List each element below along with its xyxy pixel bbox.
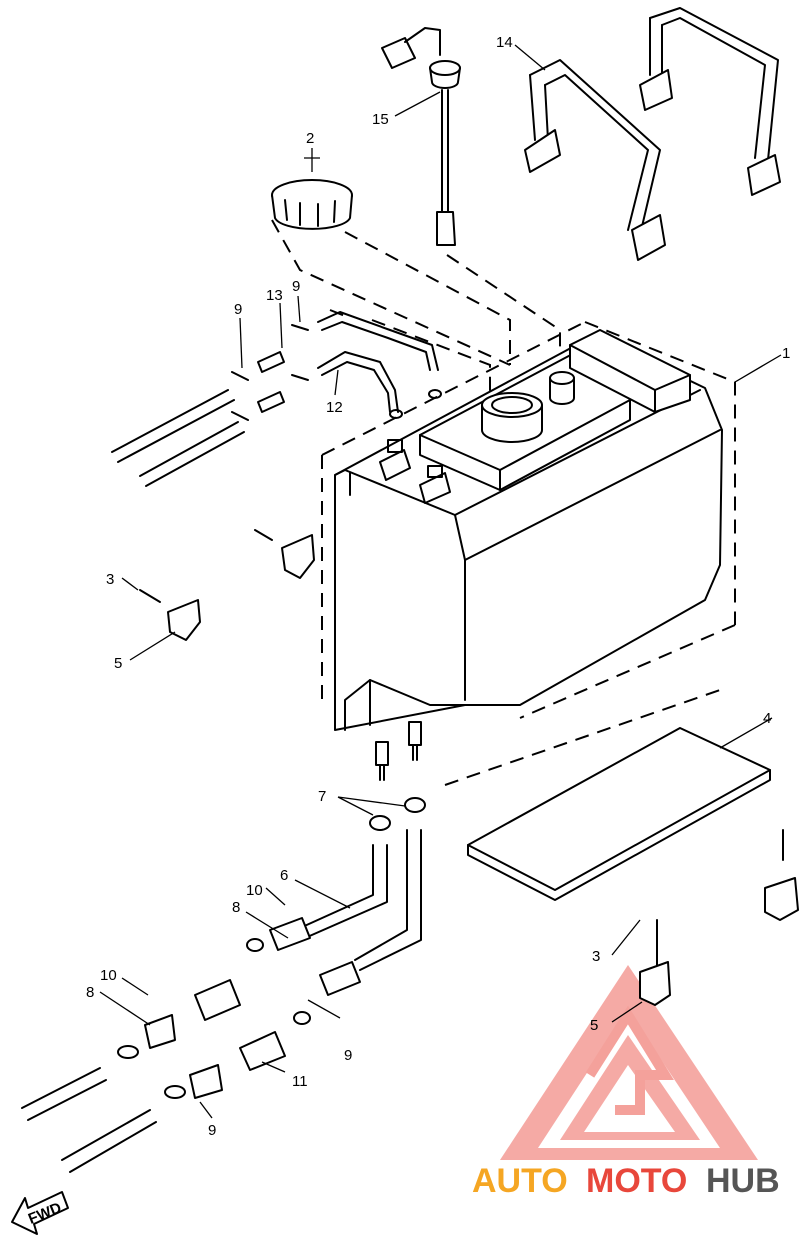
fuel-filters [21, 917, 361, 1173]
bracket-left [139, 529, 315, 641]
callout-12: 12 [326, 399, 343, 416]
bracket-right [639, 829, 799, 1006]
callout-14: 14 [496, 34, 513, 51]
callout-5-a: 5 [114, 655, 122, 672]
callout-9-c: 9 [344, 1047, 352, 1064]
callout-2: 2 [306, 130, 314, 147]
callout-numbers: 2 1 4 15 14 9 13 9 12 3 5 7 6 10 8 10 8 … [86, 34, 790, 1139]
callout-9-a: 9 [234, 301, 242, 318]
watermark-moto: MOTO [586, 1162, 687, 1200]
forward-direction-arrow: FWD [11, 1191, 69, 1235]
vent-hoses [111, 311, 442, 487]
watermark-hub: HUB [706, 1162, 780, 1200]
tank-straps [524, 7, 781, 261]
callout-13: 13 [266, 287, 283, 304]
callout-1: 1 [782, 345, 790, 362]
callout-8-a: 8 [232, 899, 240, 916]
callout-10-b: 10 [100, 967, 117, 984]
callout-7: 7 [318, 788, 326, 805]
fuel-cap [271, 179, 353, 230]
callout-15: 15 [372, 111, 389, 128]
callout-3-b: 3 [592, 948, 600, 965]
fwd-label: FWD [26, 1199, 64, 1228]
watermark-auto: AUTO [472, 1162, 568, 1200]
callout-10-a: 10 [246, 882, 263, 899]
fuel-hoses-lower [299, 797, 426, 971]
fuel-sender [381, 27, 461, 246]
watermark-text: AUTO MOTO HUB [472, 1162, 780, 1200]
callout-8-b: 8 [86, 984, 94, 1001]
callout-4: 4 [763, 710, 771, 727]
callout-6: 6 [280, 867, 288, 884]
callout-9-d: 9 [208, 1122, 216, 1139]
leader-lines [99, 44, 782, 1119]
callout-11: 11 [292, 1073, 308, 1090]
watermark-logo [500, 965, 758, 1160]
callout-3-a: 3 [106, 571, 114, 588]
damper-pad [467, 727, 771, 901]
fuel-tank [334, 329, 723, 781]
callout-9-b: 9 [292, 278, 300, 295]
callout-5-b: 5 [590, 1017, 598, 1034]
